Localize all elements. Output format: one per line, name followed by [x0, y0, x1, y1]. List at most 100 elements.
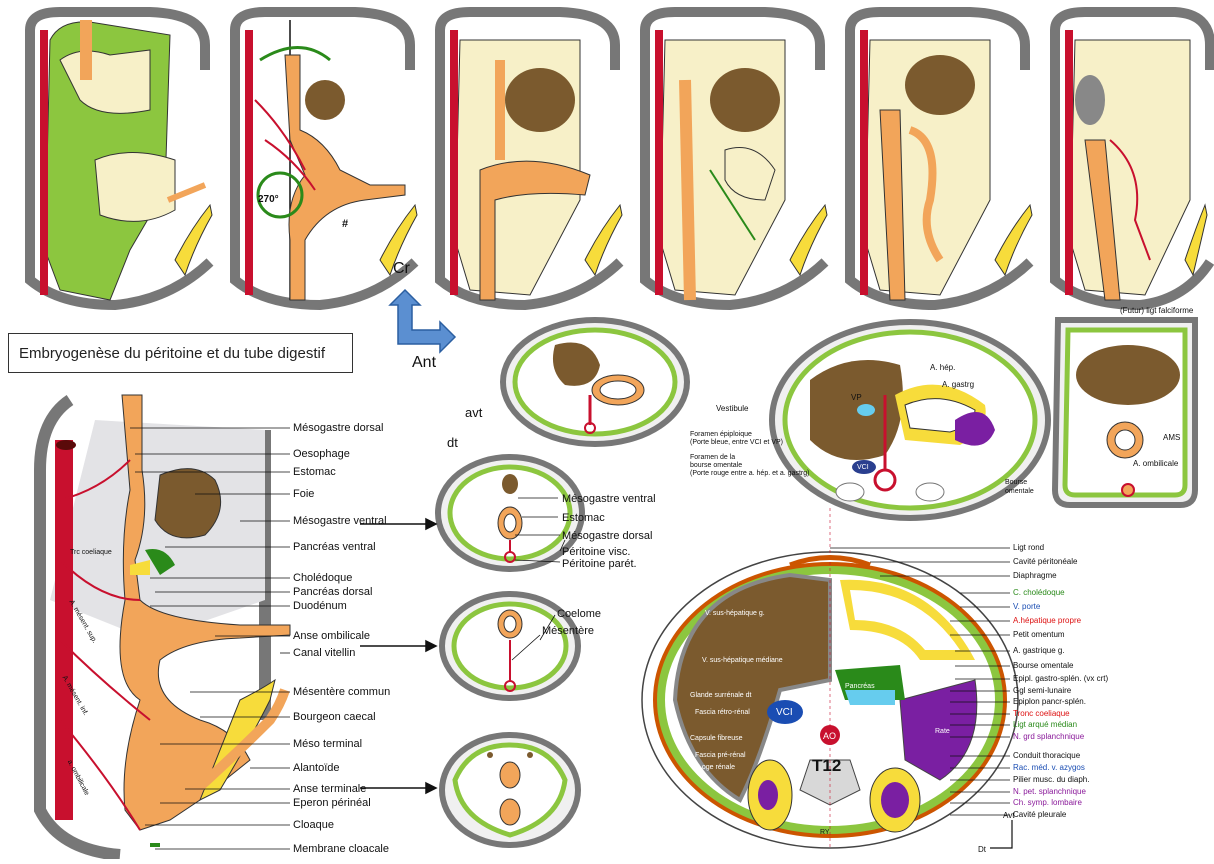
left-label: Alantoïde: [293, 762, 339, 774]
axial-label: Bourse omentale: [1013, 661, 1073, 670]
fascia-retro-label: Fascia rétro-rénal: [695, 709, 750, 717]
omentale-label: omentale: [1005, 488, 1034, 496]
foramen-bourse-label-2: bourse omentale: [690, 462, 742, 470]
axial-label: Cavité péritonéale: [1013, 557, 1077, 566]
axial-label: Ligt arqué médian: [1013, 720, 1077, 729]
vsh-g-label: V. sus-hépatique g.: [705, 610, 765, 618]
cross-section-2: [438, 457, 582, 569]
rate-label: Rate: [935, 728, 950, 736]
avt-label: avt: [465, 407, 482, 419]
axial-label: Cavité pleurale: [1013, 810, 1066, 819]
diagram-title: Embryogenèse du péritoine et du tube dig…: [8, 333, 353, 373]
perit-visc-label: Péritoine visc.: [562, 546, 630, 558]
falciforme-label: (Futur) ligt falciforme: [1120, 306, 1193, 315]
left-label: Anse terminale: [293, 783, 366, 795]
axial-label: V. porte: [1013, 602, 1040, 611]
axial-label: Epiplon pancr-splén.: [1013, 697, 1086, 706]
top-panel-2: [235, 12, 417, 305]
ant-label: Ant: [412, 357, 436, 369]
glande-label: Glande surrénale dt: [690, 692, 751, 700]
axial-label: Pilier musc. du diaph.: [1013, 775, 1089, 784]
mesentere-label: Mésentère: [542, 625, 594, 637]
vci-mid-label: VCI: [857, 464, 869, 472]
left-label: Canal vitellin: [293, 647, 355, 659]
axial-label: Petit omentum: [1013, 630, 1065, 639]
axial-label: C. cholédoque: [1013, 588, 1065, 597]
a-ombilicale-right-label: A. ombilicale: [1133, 459, 1178, 468]
coelome-label: Coelome: [557, 608, 601, 620]
left-label: Cloaque: [293, 819, 334, 831]
left-label: Estomac: [293, 466, 336, 478]
foramen-bourse-note: (Porte rouge entre a. hép. et a. gastrg): [690, 470, 809, 478]
falciform-section: [1055, 320, 1195, 505]
ao-label: AO: [823, 730, 836, 742]
axial-label: Rac. méd. v. azygos: [1013, 763, 1085, 772]
vp-label: VP: [851, 393, 862, 402]
axial-label: Epipl. gastro-splén. (vx crt): [1013, 674, 1108, 683]
foramen-epiploique-note: (Porte bleue, entre VCI et VP): [690, 439, 783, 447]
cross-section-1: [503, 320, 687, 444]
avt-axial-label: Avt: [1003, 811, 1014, 820]
left-label: Cholédoque: [293, 572, 352, 584]
left-label: Anse ombilicale: [293, 630, 370, 642]
left-label: Membrane cloacale: [293, 843, 389, 855]
top-panel-1: [30, 12, 212, 305]
axial-label: A.hépatique propre: [1013, 616, 1081, 625]
left-label: Pancréas ventral: [293, 541, 376, 553]
axial-label: N. pet. splanchnique: [1013, 787, 1086, 796]
axial-label: Tronc coeliaque: [1013, 709, 1070, 718]
left-label: Oesophage: [293, 448, 350, 460]
top-panel-6: [1055, 12, 1210, 305]
perit-paret-label: Péritoine parét.: [562, 558, 637, 570]
foramen-epiploique-label: Foramen épiploique: [690, 431, 752, 439]
ams-right-label: AMS: [1163, 433, 1180, 442]
t12-label: T12: [812, 760, 841, 772]
trc-coeliaque-label: Trc coeliaque: [70, 549, 112, 557]
pancreas-label: Pancréas: [845, 683, 875, 691]
a-gastrg-label: A. gastrg: [942, 380, 974, 389]
vestibule-label: Vestibule: [716, 404, 748, 413]
left-label: Mésogastre dorsal: [293, 422, 384, 434]
ry-label: RY: [820, 829, 830, 837]
foramen-bourse-label: Foramen de la: [690, 454, 735, 462]
left-label: Duodénum: [293, 600, 347, 612]
section-arrows: [360, 519, 436, 793]
left-label: Eperon périnéal: [293, 797, 371, 809]
left-label: Méso terminal: [293, 738, 362, 750]
dt-label: dt: [447, 437, 458, 449]
orientation-arrow: [390, 290, 455, 352]
axial-label: Diaphragme: [1013, 571, 1057, 580]
loge-label: Loge rénale: [698, 764, 735, 772]
fascia-pre-label: Fascia pré-rénal: [695, 752, 746, 760]
hash-label: #: [342, 218, 348, 230]
axial-label: Ggl semi-lunaire: [1013, 686, 1071, 695]
vci-axial-label: VCI: [776, 707, 793, 719]
vsh-m-label: V. sus-hépatique médiane: [702, 657, 783, 665]
top-panel-3: [440, 12, 622, 305]
left-label: Mésentère commun: [293, 686, 390, 698]
left-label: Pancréas dorsal: [293, 586, 373, 598]
dt-axial-label: Dt: [978, 845, 986, 854]
left-label: Bourgeon caecal: [293, 711, 376, 723]
axial-label: Ch. symp. lombaire: [1013, 798, 1082, 807]
meso-dorsal-label: Mésogastre dorsal: [562, 530, 653, 542]
cr-label: Cr: [393, 263, 410, 275]
axial-label: A. gastrique g.: [1013, 646, 1065, 655]
axial-label: N. grd splanchnique: [1013, 732, 1084, 741]
axial-orientation: [990, 820, 1012, 848]
bourse-label: Bourse: [1005, 479, 1027, 487]
a-hep-label: A. hép.: [930, 363, 955, 372]
rotation-label: 270°: [258, 194, 279, 206]
capsule-label: Capsule fibreuse: [690, 735, 743, 743]
estomac-label: Estomac: [562, 512, 605, 524]
left-label: Foie: [293, 488, 314, 500]
left-label: Mésogastre ventral: [293, 515, 387, 527]
cross-section-4: [442, 735, 578, 845]
top-panel-4: [645, 12, 827, 305]
meso-ventral-label: Mésogastre ventral: [562, 493, 656, 505]
top-panel-5: [850, 12, 1032, 305]
axial-label: Ligt rond: [1013, 543, 1044, 552]
axial-label: Conduit thoracique: [1013, 751, 1080, 760]
